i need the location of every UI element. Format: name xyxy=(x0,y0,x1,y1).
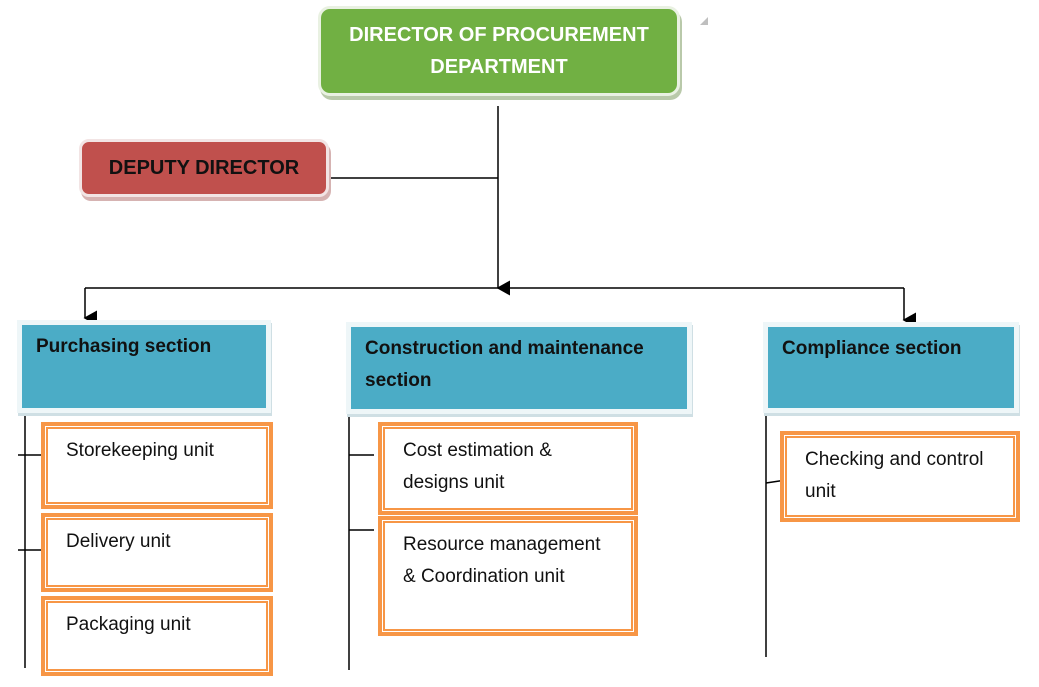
compliance-section-label: Compliance section xyxy=(782,338,962,359)
construction-section-box: Construction and maintenance section xyxy=(346,322,692,414)
packaging-unit-label: Packaging unit xyxy=(66,614,191,635)
director-box: DIRECTOR OF PROCUREMENT DEPARTMENT xyxy=(318,6,680,96)
packaging-unit-box: Packaging unit xyxy=(41,596,273,676)
checking-control-unit-label: Checking and control unit xyxy=(805,449,984,502)
cost-estimation-unit-label: Cost estimation & designs unit xyxy=(403,440,552,493)
checking-control-unit-box: Checking and control unit xyxy=(780,431,1020,522)
cost-estimation-unit-box: Cost estimation & designs unit xyxy=(378,422,638,515)
storekeeping-unit-label: Storekeeping unit xyxy=(66,440,214,461)
purchasing-section-box: Purchasing section xyxy=(17,320,271,413)
delivery-unit-label: Delivery unit xyxy=(66,531,171,552)
resource-management-unit-label: Resource management & Coordination unit xyxy=(403,534,601,587)
delivery-unit-box: Delivery unit xyxy=(41,513,273,592)
resize-corner-mark xyxy=(700,17,708,25)
compliance-section-box: Compliance section xyxy=(763,322,1019,413)
purchasing-section-label: Purchasing section xyxy=(36,336,212,357)
storekeeping-unit-box: Storekeeping unit xyxy=(41,422,273,509)
resource-management-unit-box: Resource management & Coordination unit xyxy=(378,516,638,636)
director-title-line1: DIRECTOR OF PROCUREMENT xyxy=(349,24,649,46)
construction-section-label: Construction and maintenance section xyxy=(365,338,644,391)
director-title-line2: DEPARTMENT xyxy=(430,56,568,78)
deputy-director-label: DEPUTY DIRECTOR xyxy=(108,156,300,179)
deputy-director-box: DEPUTY DIRECTOR xyxy=(79,139,329,197)
